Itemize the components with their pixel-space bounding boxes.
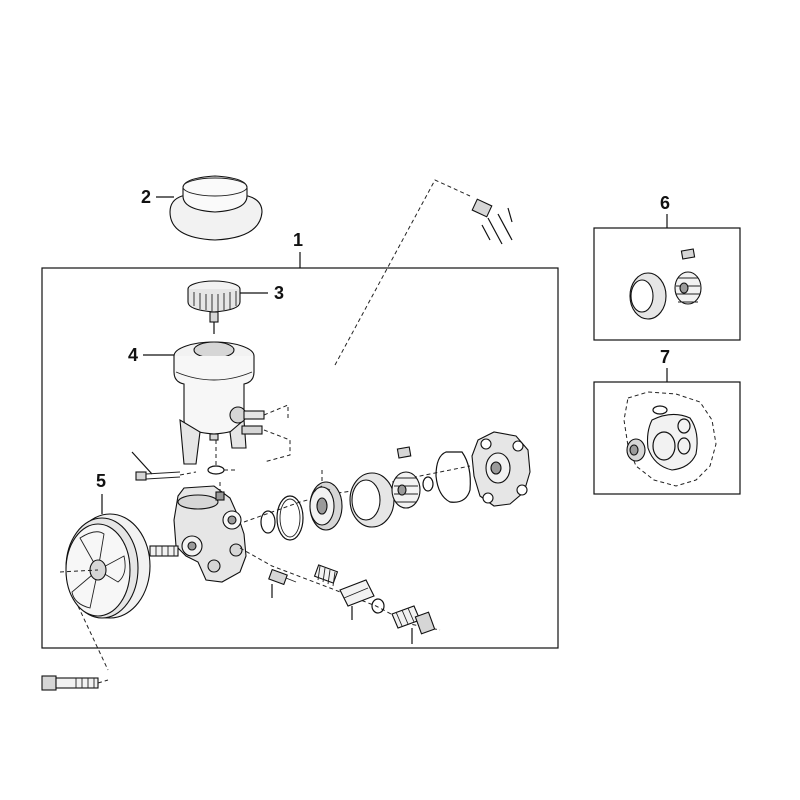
callout-1: 1: [293, 230, 303, 268]
sensor-switch-part: [268, 568, 297, 598]
rotor-part: [391, 446, 421, 509]
svg-text:5: 5: [96, 471, 106, 491]
rotor-oring-part: [422, 476, 434, 492]
reservoir-screw-part: [131, 451, 197, 481]
svg-text:7: 7: [660, 347, 670, 367]
reservoir-part: [173, 341, 291, 465]
svg-text:3: 3: [274, 283, 284, 303]
side-plate-part: [309, 470, 343, 531]
callout-2: 2: [141, 187, 174, 207]
svg-text:6: 6: [660, 193, 670, 213]
pump-body-part: [149, 482, 247, 583]
flow-valve-part: [339, 579, 375, 620]
kit-7-seal: [626, 438, 646, 462]
oring-large-part: [276, 495, 304, 541]
filler-cap-part: [187, 280, 241, 334]
callout-4: 4: [128, 345, 175, 365]
svg-text:4: 4: [128, 345, 138, 365]
union-bolt-part: [391, 605, 436, 644]
oring-small-part: [260, 510, 276, 534]
cam-ring-part: [349, 472, 395, 528]
hose-fitting-part: [334, 179, 513, 366]
callout-6: 6: [660, 193, 670, 228]
pump-cover-part: [471, 431, 531, 507]
callout-3: 3: [240, 283, 284, 303]
kit-7-gasket: [646, 405, 698, 471]
reservoir-cap-part: [169, 175, 263, 241]
callout-5: 5: [96, 471, 106, 514]
kit-6-cam-ring: [629, 272, 667, 320]
svg-text:2: 2: [141, 187, 151, 207]
valve-oring-part: [371, 598, 385, 614]
spring-part: [313, 564, 339, 587]
kit-6-rotor: [674, 248, 702, 305]
callout-7: 7: [660, 347, 670, 382]
kit-6-frame: [593, 227, 741, 341]
cover-gasket-part: [435, 451, 471, 503]
reservoir-oring-part: [207, 440, 236, 475]
assembly-axis-lower: [239, 547, 441, 631]
pulley-part: [59, 513, 151, 671]
svg-text:1: 1: [293, 230, 303, 250]
pulley-bolt-part: [41, 675, 109, 691]
